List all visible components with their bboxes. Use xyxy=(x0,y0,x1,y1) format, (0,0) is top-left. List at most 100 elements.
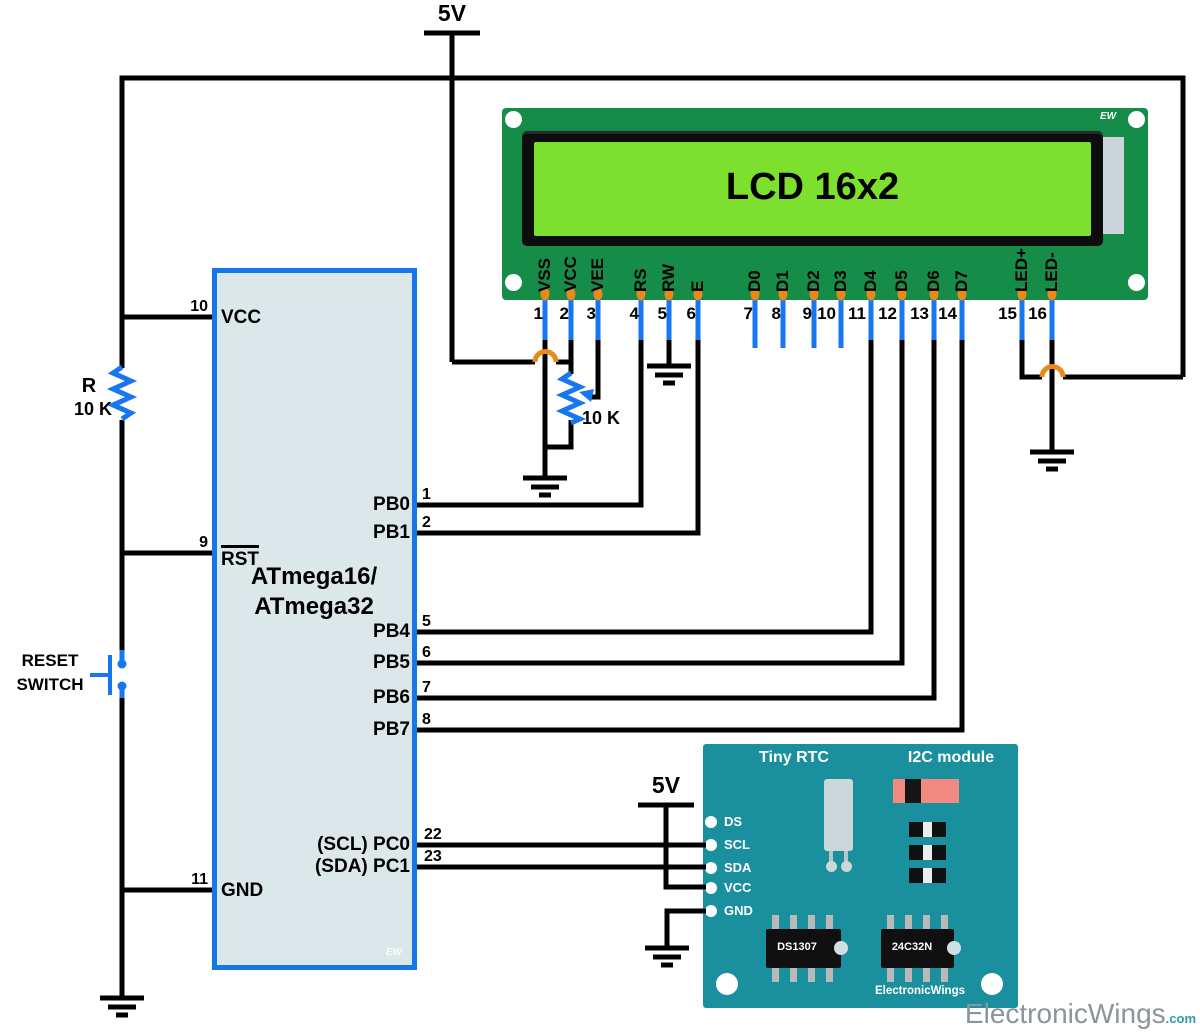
lcd-pin-label-d1: D1 xyxy=(773,270,792,292)
lcd-pin-label-vcc: VCC xyxy=(561,256,580,292)
lcd-pin-number: 15 xyxy=(998,304,1017,323)
lcd-pin-number: 14 xyxy=(938,304,957,323)
rtc-pin-pad xyxy=(705,816,717,828)
rtc-pin-pad xyxy=(705,905,717,917)
lcd-pin-number: 2 xyxy=(559,304,569,323)
rtc-module-board xyxy=(703,744,1018,1008)
contrast-pot-value: 10 K xyxy=(582,408,621,428)
lcd-mount-hole xyxy=(505,111,522,128)
site-watermark: ElectronicWings.com xyxy=(930,998,1196,1030)
ic-leg xyxy=(826,967,833,982)
mcu-ew-mark: EW xyxy=(386,947,403,958)
lcd-pin-label-ledp: LED+ xyxy=(1012,248,1031,292)
lcd-pin-label-rw: RW xyxy=(659,263,678,292)
mcu-title-line2: ATmega32 xyxy=(254,593,374,620)
ground-icon xyxy=(1030,449,1074,472)
lcd-pin-label-d7: D7 xyxy=(952,270,971,292)
ic-leg xyxy=(772,915,779,930)
mcu-pin-label-pb6: PB6 xyxy=(373,687,410,708)
rtc-resistor xyxy=(893,779,959,803)
contrast-pot-icon xyxy=(555,370,587,426)
mcu-pin-number: 10 xyxy=(190,298,208,315)
mcu-pin-label-pc0: (SCL) PC0 xyxy=(317,834,410,855)
ic-leg xyxy=(808,967,815,982)
lcd-mount-hole xyxy=(505,274,522,291)
pullup-resistor-value: 10 K xyxy=(73,399,112,419)
rtc-pin-pad xyxy=(705,839,717,851)
power-5v-top-label: 5V xyxy=(437,0,467,26)
rtc-solder-pad xyxy=(923,868,932,883)
rtc-title-tiny-rtc: Tiny RTC xyxy=(759,749,829,766)
rtc-solder-pad xyxy=(932,845,946,860)
reset-switch-contact xyxy=(117,681,127,691)
wire-ledp-a xyxy=(1019,338,1042,380)
ground-icon xyxy=(100,995,144,1018)
rtc-crystal-foot xyxy=(841,861,852,872)
lcd-pin-label-ledm: LED- xyxy=(1042,252,1061,292)
mcu-pin-number: 23 xyxy=(424,848,442,865)
ground-icon xyxy=(647,363,691,386)
rtc-ic-24c32n xyxy=(881,929,954,968)
mcu-pin-number: 9 xyxy=(199,534,208,551)
rtc-resistor-band xyxy=(905,779,921,803)
wire-lcd-vee xyxy=(590,338,601,400)
lcd-pin-number: 3 xyxy=(586,304,596,323)
rtc-solder-pad xyxy=(909,822,923,837)
wire-d6-pb6 xyxy=(417,338,937,701)
lcd-pin-number: 13 xyxy=(910,304,929,323)
mcu-pin-label-pb4: PB4 xyxy=(373,621,410,642)
rtc-ic-ds1307 xyxy=(766,929,841,968)
mcu-pin-label-rst: RST xyxy=(221,545,259,571)
rtc-pin-pad xyxy=(705,882,717,894)
rtc-mount-hole xyxy=(716,973,738,995)
wire-d7-pb7 xyxy=(417,338,965,733)
rtc-pin-pad xyxy=(705,862,717,874)
ground-icon xyxy=(523,475,567,498)
mcu-title-line1: ATmega16/ xyxy=(250,563,378,590)
site-watermark-suffix: .com xyxy=(1165,1011,1196,1026)
reset-switch-label-1: RESET xyxy=(21,651,79,670)
lcd-pin-label-d6: D6 xyxy=(924,270,943,292)
lcd-connector-tab xyxy=(1101,137,1124,234)
ic-notch xyxy=(834,941,848,955)
lcd-mount-hole xyxy=(1128,111,1145,128)
site-watermark-text: ElectronicWings xyxy=(964,998,1166,1029)
mcu-pin-label-gnd: GND xyxy=(221,880,264,901)
wire-e-pb1 xyxy=(417,338,701,536)
ic-leg xyxy=(772,967,779,982)
rtc-solder-pad xyxy=(909,845,923,860)
lcd-pin-number: 4 xyxy=(629,304,639,323)
mcu-pin-number: 7 xyxy=(422,679,431,696)
reset-switch-contact xyxy=(117,659,127,669)
lcd-pin-label-e: E xyxy=(688,280,707,292)
pot-wiper-arrow-icon xyxy=(579,389,594,402)
wire-rtc-gnd xyxy=(664,908,706,948)
mcu-pin-label-vcc: VCC xyxy=(221,307,262,328)
lcd-mount-hole xyxy=(1128,274,1145,291)
rtc-solder-pad xyxy=(923,822,932,837)
mcu-pin-number: 6 xyxy=(422,644,431,661)
lcd-pin-number: 12 xyxy=(878,304,897,323)
rtc-crystal-foot xyxy=(826,861,837,872)
lcd-pin-number: 11 xyxy=(848,304,866,323)
rtc-ic-ds1307-label: DS1307 xyxy=(777,941,817,953)
mcu-pin-label-pb5: PB5 xyxy=(373,652,410,673)
mcu-pin-label-pb0: PB0 xyxy=(373,494,410,515)
reset-switch-label-2: SWITCH xyxy=(16,675,84,694)
ic-notch xyxy=(947,941,961,955)
wire-5v-rtc xyxy=(663,805,706,890)
rtc-solder-pad xyxy=(923,845,932,860)
lcd-pin-number: 16 xyxy=(1028,304,1047,323)
mcu-pin-label-rst-text: RST xyxy=(221,545,259,571)
lcd-pin-number: 7 xyxy=(743,304,753,323)
ic-leg xyxy=(790,915,797,930)
lcd-pin-number: 5 xyxy=(657,304,667,323)
lcd-pin-label-vss: VSS xyxy=(535,257,554,292)
rtc-crystal xyxy=(824,779,853,851)
lcd-pin-label-d0: D0 xyxy=(745,270,764,292)
ic-leg xyxy=(887,915,894,930)
mcu-pin-label-pb7: PB7 xyxy=(373,719,410,740)
lcd-pin-label-d2: D2 xyxy=(804,270,823,292)
ic-leg xyxy=(808,915,815,930)
